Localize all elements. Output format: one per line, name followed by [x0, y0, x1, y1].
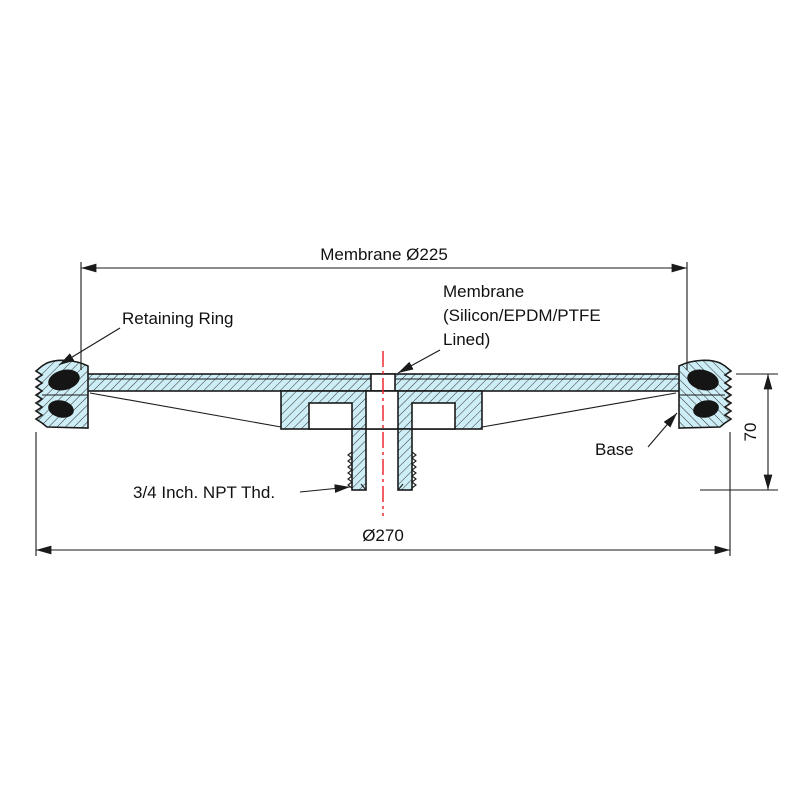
- thread-serration-left: [347, 451, 353, 489]
- stub-wall-right: [397, 428, 413, 491]
- right-retaining-ring: [678, 359, 733, 429]
- dimension-text-outer: Ø270: [362, 526, 404, 545]
- label-membrane-line3: Lined): [443, 330, 490, 349]
- left-retaining-ring: [34, 359, 89, 429]
- callout-npt-thread: 3/4 Inch. NPT Thd.: [133, 483, 351, 502]
- label-membrane-line1: Membrane: [443, 282, 524, 301]
- base-cone: [89, 392, 677, 428]
- oring-seal-upper: [48, 369, 80, 391]
- dimension-height: 70: [700, 373, 778, 491]
- leader-line: [647, 412, 678, 448]
- label-base: Base: [595, 440, 634, 459]
- label-npt-thread: 3/4 Inch. NPT Thd.: [133, 483, 275, 502]
- dimension-outer-diameter: Ø270: [35, 432, 731, 556]
- right-cone-line: [481, 392, 677, 428]
- leader-line: [58, 327, 121, 366]
- callout-retaining-ring: Retaining Ring: [58, 309, 234, 366]
- threaded-stub-section: [347, 428, 417, 491]
- center-hub-section: [280, 390, 483, 430]
- oring-seal-upper: [687, 369, 719, 391]
- oring-seal-lower: [693, 400, 719, 418]
- dimension-text-height: 70: [741, 423, 760, 442]
- bore-chamfer-left: [360, 483, 367, 491]
- hub-notch-right: [411, 402, 456, 430]
- leader-line: [397, 349, 441, 374]
- bore-chamfer-right: [397, 483, 404, 491]
- leader-line: [299, 484, 351, 493]
- left-cone-line: [89, 392, 282, 428]
- callout-base: Base: [595, 412, 678, 459]
- label-membrane-line2: (Silicon/EPDM/PTFE: [443, 306, 601, 325]
- dimension-membrane-diameter: Membrane Ø225: [80, 245, 688, 370]
- hub-notch-left: [308, 402, 353, 430]
- callout-membrane: Membrane (Silicon/EPDM/PTFE Lined): [397, 282, 601, 374]
- label-retaining-ring: Retaining Ring: [122, 309, 234, 328]
- dimension-text-membrane: Membrane Ø225: [320, 245, 448, 264]
- stub-wall-left: [351, 428, 367, 491]
- thread-serration-right: [411, 451, 417, 489]
- hub-bore: [365, 390, 399, 430]
- oring-seal-lower: [48, 400, 74, 418]
